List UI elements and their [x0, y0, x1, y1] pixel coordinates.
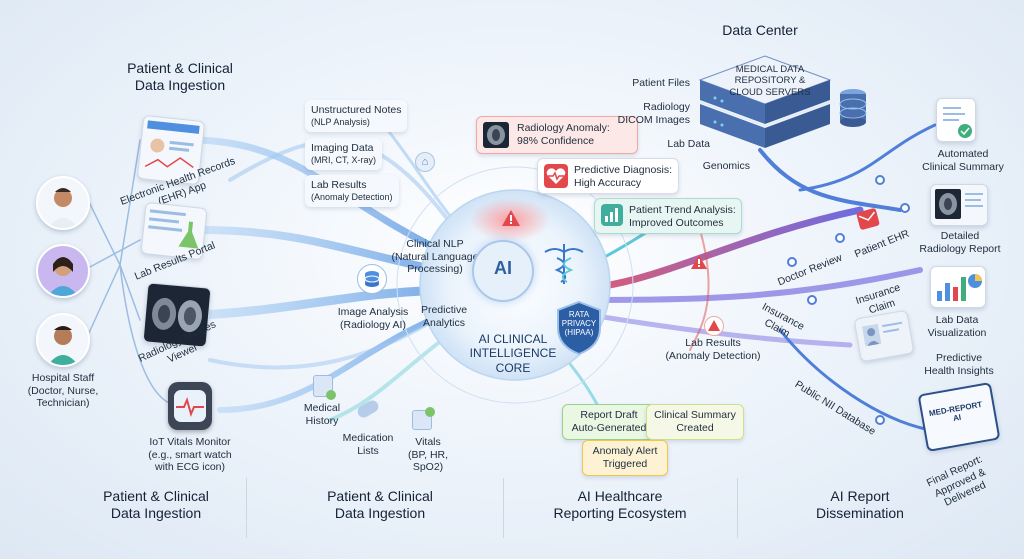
lab-results-sub: (Anomaly Detection): [311, 192, 393, 203]
clinical-nlp-label: Clinical NLP (Natural Language Processin…: [391, 238, 479, 276]
detailed-radiology-label: Detailed Radiology Report: [919, 230, 1001, 255]
predictive-diagnosis-alert: Predictive Diagnosis: High Accuracy: [537, 158, 679, 194]
caduceus-icon: [541, 242, 587, 286]
radiology-anomaly-alert: Radiology Anomaly: 98% Confidence: [476, 116, 638, 154]
unstructured-notes-label: Unstructured Notes: [311, 104, 402, 116]
radiology-viewer-card[interactable]: [142, 282, 212, 348]
heart-monitor-icon: [544, 164, 568, 188]
lab-data-label: Lab Data: [667, 138, 710, 150]
brain-scan-icon: [152, 297, 202, 333]
med-report-screen-text: MED-REPORT AI: [928, 399, 983, 423]
data-center-title: Data Center: [722, 22, 798, 38]
medical-history-icon: [313, 375, 336, 400]
footer-col-ecosystem: AI Healthcare Reporting Ecosystem: [553, 488, 687, 521]
ai-badge-text: AI: [494, 258, 512, 278]
lab-portal-card[interactable]: [140, 201, 208, 261]
footer-divider-2: [503, 478, 504, 538]
medication-lists-label: Medication Lists: [342, 432, 394, 457]
predictive-diagnosis-text: Predictive Diagnosis: High Accuracy: [574, 164, 673, 190]
lab-chart-icon: [937, 274, 982, 301]
bar-chart-icon: [601, 204, 623, 226]
vitals-clipboard-icon: [412, 407, 435, 430]
patient-files-label: Patient Files: [632, 77, 690, 89]
ehr-app-icon: [144, 120, 200, 169]
bank-icon: ⌂: [415, 152, 435, 172]
privacy-shield-icon: RATA PRIVACY (HIPAA): [556, 300, 602, 356]
footer-divider-3: [737, 478, 738, 538]
vitals-label: Vitals (BP, HR, SpO2): [407, 436, 449, 474]
insurance-claim-card: [853, 309, 915, 363]
footer-col-dissemination: AI Report Dissemination: [816, 488, 904, 521]
unstructured-notes-pill: Unstructured Notes (NLP Analysis): [305, 100, 408, 133]
imaging-data-label: Imaging Data: [311, 142, 374, 154]
footer-divider-1: [246, 478, 247, 538]
brain-report-icon: [939, 193, 957, 215]
footer-col-ingestion-2: Patient & Clinical Data Ingestion: [327, 488, 433, 521]
iot-monitor-label: IoT Vitals Monitor (e.g., smart watch wi…: [148, 436, 232, 474]
predictive-insights-label: Predictive Health Insights: [924, 352, 994, 377]
envelope-icon: [856, 207, 880, 231]
lab-results-anomaly-label: Lab Results (Anomaly Detection): [665, 337, 761, 362]
imaging-data-pill: Imaging Data (MRI, CT, X-ray): [305, 138, 382, 171]
lab-visualization-card[interactable]: [930, 266, 986, 308]
warning-flow-icon: [690, 254, 708, 270]
ingestion-title: Patient & Clinical Data Ingestion: [127, 60, 233, 93]
lab-results-pill: Lab Results (Anomaly Detection): [305, 175, 399, 208]
server-stack-icon: [690, 50, 840, 160]
ehr-app-card[interactable]: [136, 114, 206, 186]
patient-trend-text: Patient Trend Analysis: Improved Outcome…: [629, 204, 736, 230]
imaging-data-sub: (MRI, CT, X-ray): [311, 155, 376, 166]
smartwatch-icon: [168, 382, 212, 430]
warning-core-icon: [501, 209, 521, 227]
predictive-analytics-label: Predictive Analytics: [420, 304, 468, 329]
warning-lab-icon: [704, 316, 724, 336]
lab-visualization-label: Lab Data Visualization: [927, 314, 987, 339]
radiology-dicom-label: Radiology DICOM Images: [617, 101, 690, 126]
radiology-report-card[interactable]: [930, 184, 988, 226]
privacy-shield-text: RATA PRIVACY (HIPAA): [561, 310, 597, 338]
repository-label: MEDICAL DATA REPOSITORY & CLOUD SERVERS: [729, 64, 811, 98]
hospital-staff-label: Hospital Staff (Doctor, Nurse, Technicia…: [27, 372, 99, 410]
ai-brain-icon: AI: [472, 240, 534, 302]
clinical-summary-doc-icon: [936, 98, 976, 142]
database-icon: [357, 264, 387, 294]
patient-trend-alert: Patient Trend Analysis: Improved Outcome…: [594, 198, 742, 234]
genomics-label: Genomics: [702, 160, 750, 172]
database-cylinder-icon: [838, 88, 868, 128]
footer-col-ingestion-1: Patient & Clinical Data Ingestion: [103, 488, 209, 521]
lab-flask-icon: [148, 209, 199, 249]
user-id-icon: [862, 321, 903, 347]
core-title: AI CLINICAL INTELLIGENCE CORE: [469, 332, 557, 375]
automated-summary-label: Automated Clinical Summary: [922, 148, 1004, 173]
unstructured-notes-sub: (NLP Analysis): [311, 117, 370, 128]
doctor-avatar: [36, 176, 90, 230]
brain-scan-thumb-icon: [483, 122, 509, 148]
report-draft-pill: Report Draft Auto-Generated: [562, 404, 656, 441]
nurse-avatar: [36, 244, 90, 298]
clinical-summary-created-pill: Clinical Summary Created: [646, 404, 744, 441]
medical-history-label: Medical History: [303, 402, 341, 427]
radiology-anomaly-text: Radiology Anomaly: 98% Confidence: [517, 122, 610, 148]
anomaly-alert-pill: Anomaly Alert Triggered: [582, 440, 668, 477]
image-analysis-label: Image Analysis (Radiology AI): [337, 306, 409, 331]
technician-avatar: [36, 313, 90, 367]
lab-results-label: Lab Results: [311, 179, 367, 191]
